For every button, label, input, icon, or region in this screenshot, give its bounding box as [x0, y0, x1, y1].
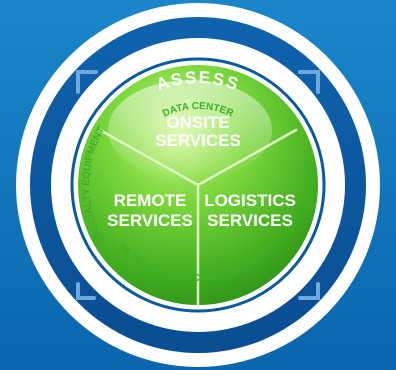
core-gloss — [108, 80, 272, 180]
core-dividers — [98, 128, 298, 306]
onsite-line-1: ONSITE — [166, 113, 229, 132]
segment-onsite: ONSITE SERVICES — [155, 113, 241, 150]
inner-blue-ring — [70, 57, 326, 313]
segment-logistics: LOGISTICS SERVICES — [204, 191, 296, 230]
remote-line-1: REMOTE — [114, 191, 187, 210]
segment-remote: REMOTE SERVICES — [107, 191, 193, 230]
onsite-line-2: SERVICES — [155, 131, 241, 150]
remote-line-2: SERVICES — [107, 211, 193, 230]
label-design: DESIGN — [322, 143, 346, 226]
label-desktop: DESKTOP — [301, 160, 315, 211]
logistics-line-2: SERVICES — [207, 211, 293, 230]
logistics-line-1: LOGISTICS — [204, 191, 296, 210]
cycle-connectors — [76, 70, 320, 300]
